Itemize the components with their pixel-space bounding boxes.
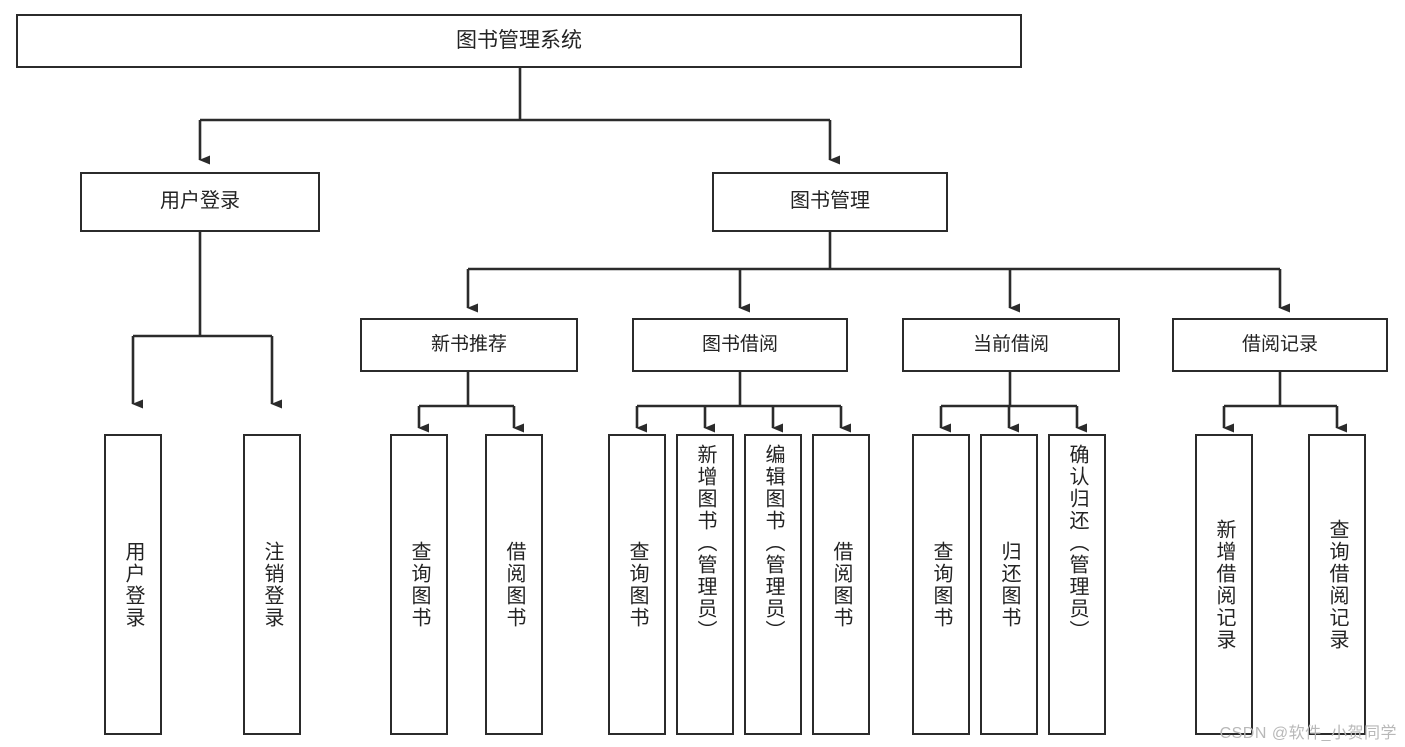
node-cb-query-book-label: 查询图书 <box>930 540 952 629</box>
node-rec-borrow-book-label: 借阅图书 <box>503 540 525 629</box>
node-current-borrow-label: 当前借阅 <box>972 333 1049 355</box>
node-rec-query-book[interactable]: 查询图书 <box>390 434 448 735</box>
node-bb-add-book[interactable]: 新增图书（管理员） <box>676 434 734 735</box>
node-user-login[interactable]: 用户登录 <box>80 172 320 232</box>
node-rec-borrow-book[interactable]: 借阅图书 <box>485 434 543 735</box>
node-book-manage-label: 图书管理 <box>790 190 870 213</box>
node-login-do-label: 用户登录 <box>122 540 144 629</box>
node-user-login-label: 用户登录 <box>160 190 240 213</box>
node-cb-confirm-return-label: 确认归还（管理员） <box>1066 444 1088 642</box>
node-cb-query-book[interactable]: 查询图书 <box>912 434 970 735</box>
node-borrow-record[interactable]: 借阅记录 <box>1172 318 1388 372</box>
node-br-add-record[interactable]: 新增借阅记录 <box>1195 434 1253 735</box>
node-current-borrow[interactable]: 当前借阅 <box>902 318 1120 372</box>
node-rec-query-book-label: 查询图书 <box>408 540 430 629</box>
node-bb-borrow-book-label: 借阅图书 <box>830 540 852 629</box>
node-book-borrow-label: 图书借阅 <box>701 333 778 355</box>
node-br-query-record-label: 查询借阅记录 <box>1326 518 1348 651</box>
node-bb-query-book[interactable]: 查询图书 <box>608 434 666 735</box>
node-cb-return-book-label: 归还图书 <box>998 540 1020 629</box>
node-root[interactable]: 图书管理系统 <box>16 14 1022 68</box>
node-logout-do[interactable]: 注销登录 <box>243 434 301 735</box>
node-new-book-rec-label: 新书推荐 <box>430 333 507 355</box>
node-cb-return-book[interactable]: 归还图书 <box>980 434 1038 735</box>
node-bb-query-book-label: 查询图书 <box>626 540 648 629</box>
node-bb-edit-book[interactable]: 编辑图书（管理员） <box>744 434 802 735</box>
node-login-do[interactable]: 用户登录 <box>104 434 162 735</box>
node-borrow-record-label: 借阅记录 <box>1241 333 1318 355</box>
node-root-label: 图书管理系统 <box>456 28 582 52</box>
node-cb-confirm-return[interactable]: 确认归还（管理员） <box>1048 434 1106 735</box>
node-new-book-rec[interactable]: 新书推荐 <box>360 318 578 372</box>
node-br-add-record-label: 新增借阅记录 <box>1213 518 1235 651</box>
node-logout-do-label: 注销登录 <box>261 540 283 629</box>
csdn-watermark: CSDN @软件_小贺同学 <box>1219 725 1397 742</box>
node-book-borrow[interactable]: 图书借阅 <box>632 318 848 372</box>
node-bb-add-book-label: 新增图书（管理员） <box>694 444 716 642</box>
node-bb-borrow-book[interactable]: 借阅图书 <box>812 434 870 735</box>
node-bb-edit-book-label: 编辑图书（管理员） <box>762 444 784 642</box>
node-book-manage[interactable]: 图书管理 <box>712 172 948 232</box>
node-br-query-record[interactable]: 查询借阅记录 <box>1308 434 1366 735</box>
